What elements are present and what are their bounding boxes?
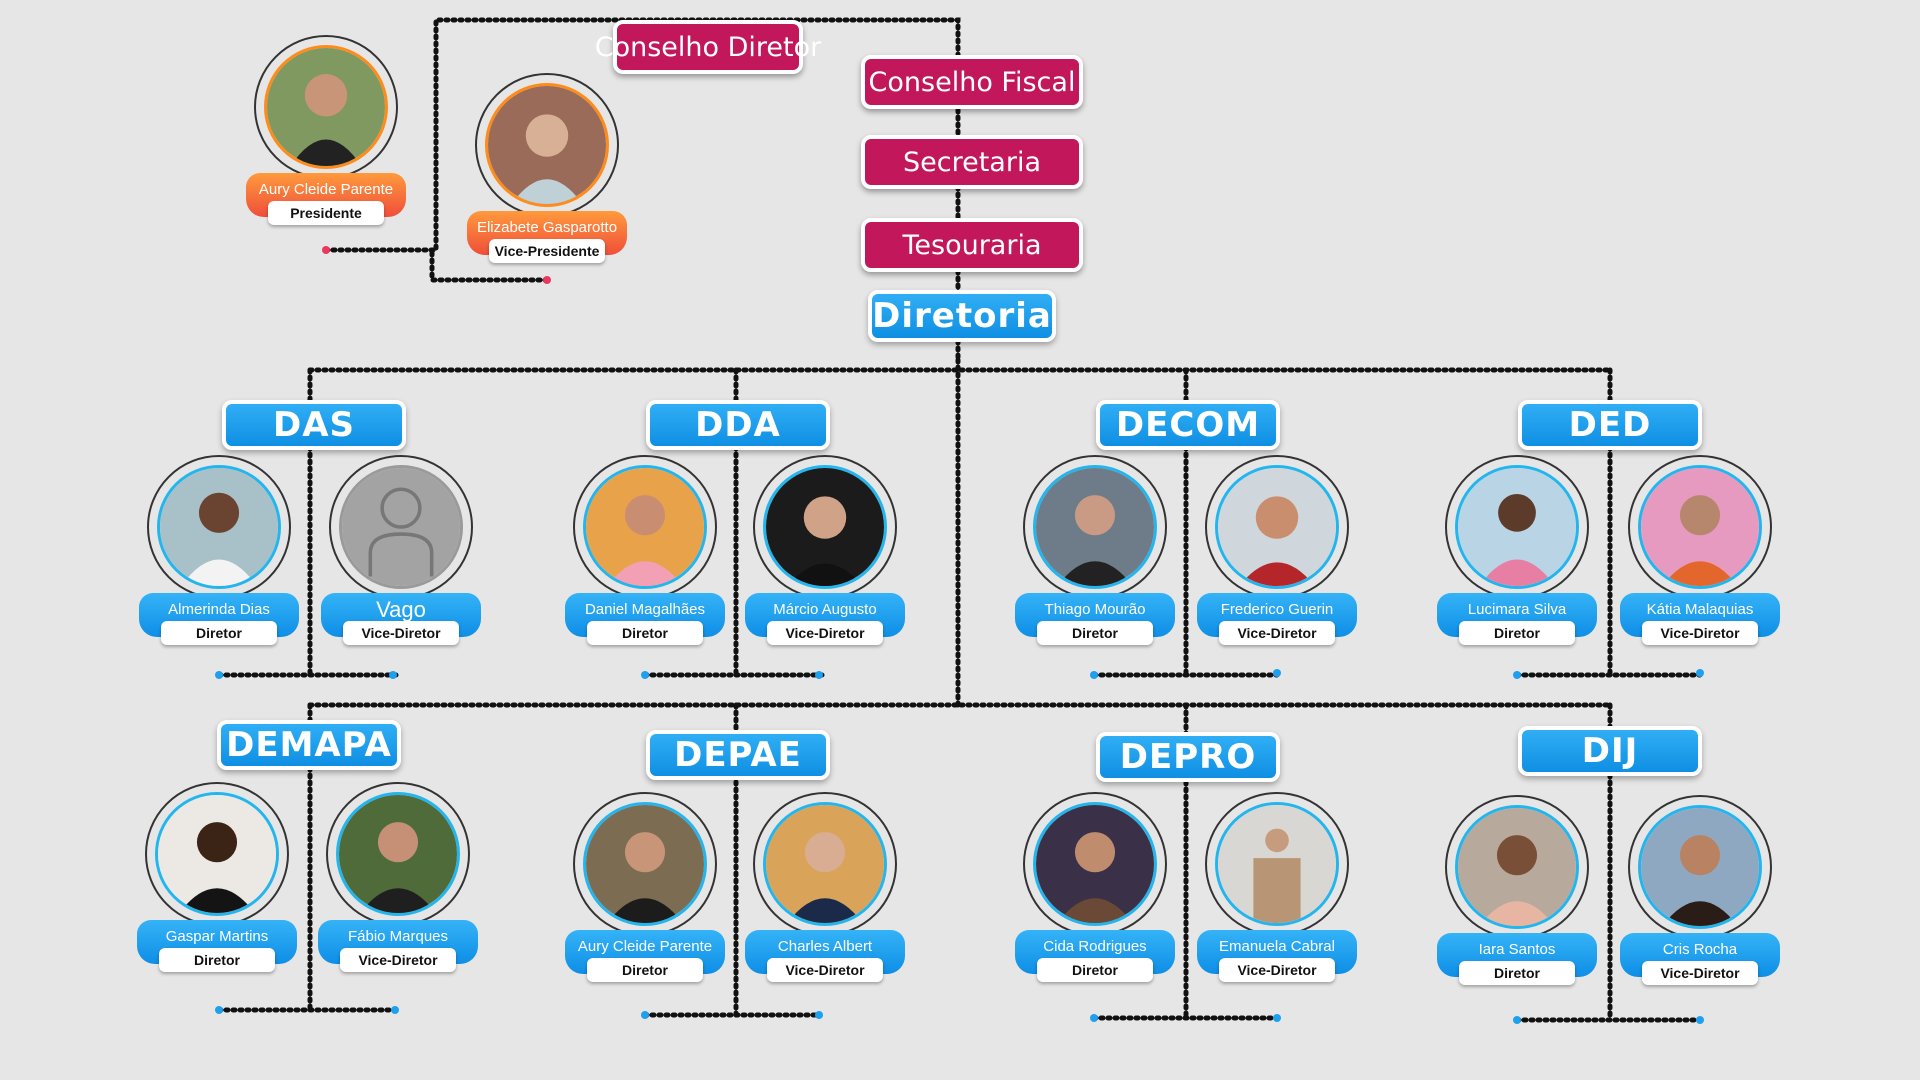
person-card-depro-vice: Emanuela Cabral Vice-Diretor [1197, 792, 1357, 1012]
dept-box-dij: DIJ [1518, 726, 1702, 776]
person-card-dda-director: Daniel Magalhães Diretor [565, 455, 725, 675]
person-photo [1638, 805, 1762, 929]
connector-dot [1696, 1016, 1704, 1024]
person-role: Vice-Diretor [1219, 958, 1335, 982]
person-photo [1455, 805, 1579, 929]
connector-dot [1273, 1014, 1281, 1022]
placeholder-avatar-icon [339, 465, 463, 589]
tesouraria-box: Tesouraria [861, 218, 1083, 272]
connector-dot [641, 671, 649, 679]
connector-dot [322, 246, 330, 254]
person-photo [336, 792, 460, 916]
person-photo [1033, 465, 1157, 589]
person-role: Diretor [161, 621, 277, 645]
person-role: Diretor [1459, 621, 1575, 645]
person-card-dda-vice: Márcio Augusto Vice-Diretor [745, 455, 905, 675]
person-photo [763, 802, 887, 926]
person-photo [155, 792, 279, 916]
person-role: Vice-Presidente [489, 239, 605, 263]
dept-box-ded: DED [1518, 400, 1702, 450]
secretaria-box: Secretaria [861, 135, 1083, 189]
person-photo [1033, 802, 1157, 926]
person-role: Vice-Diretor [1219, 621, 1335, 645]
connector-dot [815, 671, 823, 679]
person-photo [763, 465, 887, 589]
person-card-depro-director: Cida Rodrigues Diretor [1015, 792, 1175, 1012]
person-role: Diretor [159, 948, 275, 972]
person-photo [1215, 802, 1339, 926]
person-card-das-director: Almerinda Dias Diretor [139, 455, 299, 675]
connector-dot [1513, 1016, 1521, 1024]
person-photo [583, 465, 707, 589]
person-card-dij-director: Iara Santos Diretor [1437, 795, 1597, 1015]
diretoria-box: Diretoria [868, 290, 1056, 342]
person-photo [157, 465, 281, 589]
person-role: Diretor [1459, 961, 1575, 985]
person-card-decom-director: Thiago Mourão Diretor [1015, 455, 1175, 675]
connector-dot [1273, 669, 1281, 677]
connector-dot [389, 671, 397, 679]
connector-dot [215, 671, 223, 679]
person-role: Diretor [1037, 621, 1153, 645]
person-card-demapa-director: Gaspar Martins Diretor [137, 782, 297, 1002]
dept-box-dda: DDA [646, 400, 830, 450]
dept-box-decom: DECOM [1096, 400, 1280, 450]
connector-dot [815, 1011, 823, 1019]
person-card-depae-vice: Charles Albert Vice-Diretor [745, 792, 905, 1012]
person-role: Vice-Diretor [340, 948, 456, 972]
person-role: Vice-Diretor [767, 958, 883, 982]
person-card-ded-director: Lucimara Silva Diretor [1437, 455, 1597, 675]
connector-dot [543, 276, 551, 284]
person-role: Diretor [587, 958, 703, 982]
person-card-vice-president: Elizabete Gasparotto Vice-Presidente [467, 73, 627, 293]
person-card-decom-vice: Frederico Guerin Vice-Diretor [1197, 455, 1357, 675]
dept-box-depae: DEPAE [646, 730, 830, 780]
person-role: Vice-Diretor [1642, 621, 1758, 645]
connector-dot [1513, 671, 1521, 679]
connector-dot [215, 1006, 223, 1014]
person-role: Diretor [1037, 958, 1153, 982]
conselho-fiscal-box: Conselho Fiscal [861, 55, 1083, 109]
connector-dot [1696, 669, 1704, 677]
connector-dot [391, 1006, 399, 1014]
person-photo [485, 83, 609, 207]
person-role: Vice-Diretor [343, 621, 459, 645]
person-card-demapa-vice: Fábio Marques Vice-Diretor [318, 782, 478, 1002]
dept-box-das: DAS [222, 400, 406, 450]
person-card-ded-vice: Kátia Malaquias Vice-Diretor [1620, 455, 1780, 675]
conselho-diretor-box: Conselho Diretor [595, 20, 821, 74]
connector-dot [641, 1011, 649, 1019]
person-photo [583, 802, 707, 926]
person-photo [1638, 465, 1762, 589]
person-role: Vice-Diretor [767, 621, 883, 645]
connector-dot [1090, 1014, 1098, 1022]
person-role: Presidente [268, 201, 384, 225]
connector-dot [1090, 671, 1098, 679]
dept-box-depro: DEPRO [1096, 732, 1280, 782]
person-role: Diretor [587, 621, 703, 645]
dept-box-demapa: DEMAPA [217, 720, 401, 770]
person-card-president: Aury Cleide Parente Presidente [246, 35, 406, 255]
person-photo [264, 45, 388, 169]
person-card-dij-vice: Cris Rocha Vice-Diretor [1620, 795, 1780, 1015]
person-photo [1455, 465, 1579, 589]
person-card-depae-director: Aury Cleide Parente Diretor [565, 792, 725, 1012]
person-card-das-vice: Vago Vice-Diretor [321, 455, 481, 675]
person-role: Vice-Diretor [1642, 961, 1758, 985]
person-photo [1215, 465, 1339, 589]
